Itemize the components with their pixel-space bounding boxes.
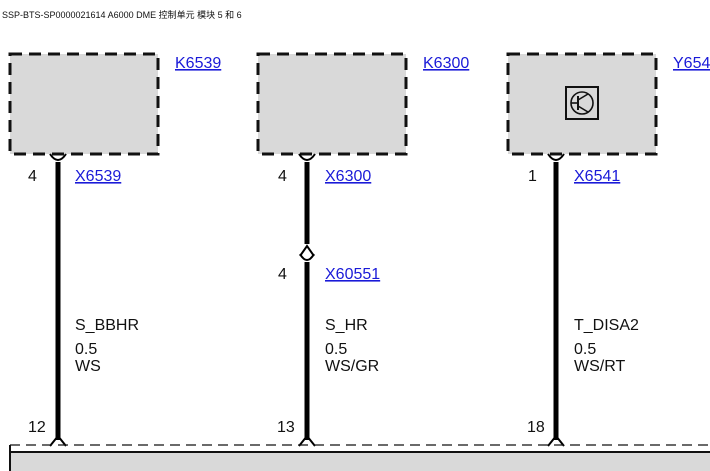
component-box [256, 52, 408, 156]
inline-connector-terminal [299, 244, 315, 257]
mid-pin-number: 4 [278, 266, 287, 283]
pin-terminal [547, 434, 565, 447]
component-link-y654[interactable]: Y654 [673, 55, 710, 72]
bottom-pin-number: 18 [527, 419, 545, 436]
connector-link-x6539[interactable]: X6539 [75, 168, 121, 185]
component-k6300: K6300 [256, 52, 469, 156]
pin-terminal [298, 153, 316, 161]
top-pin-number: 4 [278, 168, 287, 185]
bottom-pin-number: 12 [28, 419, 46, 436]
wire-s-bbhr: 4 X6539 S_BBHR 0.5 WS 12 [28, 153, 139, 447]
wire-t-disa2: 1 X6541 T_DISA2 0.5 WS/RT 18 [527, 153, 639, 447]
control-unit-body [9, 451, 710, 471]
wire-size: 0.5 [325, 341, 347, 358]
pin-terminal [49, 153, 67, 161]
wire-color-code: WS/RT [574, 358, 625, 375]
inline-connector-terminal [299, 253, 315, 261]
signal-name: S_HR [325, 317, 368, 334]
component-link-k6539[interactable]: K6539 [175, 55, 221, 72]
transistor-icon [565, 86, 599, 120]
wire-color-code: WS [75, 358, 101, 375]
component-link-k6300[interactable]: K6300 [423, 55, 469, 72]
connector-link-x6300[interactable]: X6300 [325, 168, 371, 185]
pin-terminal [547, 153, 565, 161]
connector-link-x6541[interactable]: X6541 [574, 168, 620, 185]
component-box [8, 52, 160, 156]
component-k6539: K6539 [8, 52, 221, 156]
pin-terminal [298, 434, 316, 447]
pin-terminal [49, 434, 67, 447]
diagram-title: SSP-BTS-SP0000021614 A6000 DME 控制单元 模块 5… [2, 10, 242, 20]
control-unit-box [9, 444, 710, 471]
wire-size: 0.5 [75, 341, 97, 358]
bottom-pin-number: 13 [277, 419, 295, 436]
top-pin-number: 1 [528, 168, 537, 185]
wire-s-hr: 4 X6300 4 X60551 S_HR 0.5 WS/GR 13 [277, 153, 380, 447]
wire-color-code: WS/GR [325, 358, 379, 375]
wire-size: 0.5 [574, 341, 596, 358]
signal-name: T_DISA2 [574, 317, 639, 334]
connector-link-x60551[interactable]: X60551 [325, 266, 380, 283]
signal-name: S_BBHR [75, 317, 139, 334]
top-pin-number: 4 [28, 168, 37, 185]
component-y654: Y654 [506, 52, 710, 156]
